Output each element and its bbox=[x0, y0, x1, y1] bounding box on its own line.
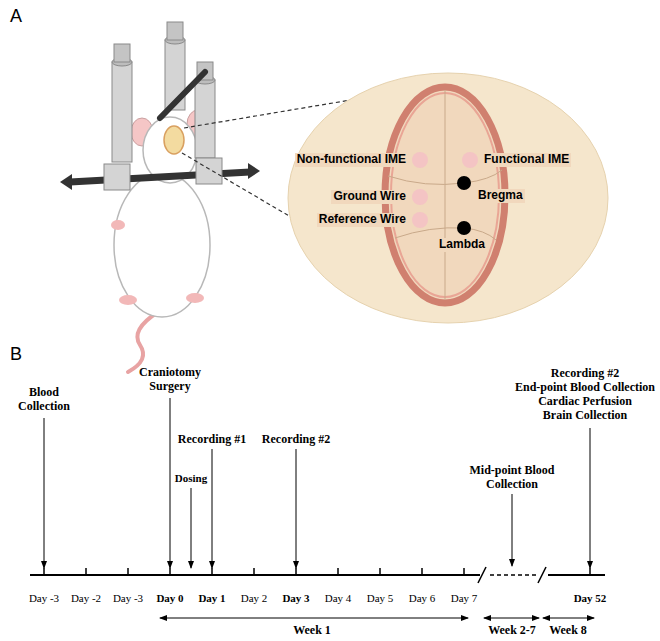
skull-illustration bbox=[288, 73, 608, 323]
tick-mark bbox=[127, 568, 129, 575]
landmark-dot bbox=[457, 176, 471, 190]
mouse-illustration bbox=[60, 22, 260, 372]
event-label: Blood Collection bbox=[9, 386, 79, 414]
tick-mark bbox=[379, 568, 381, 575]
day-label: Day 0 bbox=[156, 592, 183, 605]
event-label: Mid-point Blood Collection bbox=[462, 464, 562, 492]
tick-mark bbox=[85, 568, 87, 575]
event-label: Craniotomy Surgery bbox=[128, 366, 212, 394]
landmark-label: Bregma bbox=[476, 189, 525, 203]
landmark-dot bbox=[457, 221, 471, 235]
event-label: Dosing bbox=[175, 472, 207, 485]
day-label: Day 2 bbox=[241, 592, 268, 605]
day-label: Day 52 bbox=[574, 592, 607, 605]
electrode-site bbox=[412, 212, 428, 228]
event-label: Recording #2 bbox=[262, 433, 330, 447]
tick-mark bbox=[421, 568, 423, 575]
tick-mark bbox=[295, 568, 297, 575]
period-label: Week 1 bbox=[293, 624, 331, 638]
day-label: Day 1 bbox=[198, 592, 225, 605]
site-label: Ground Wire bbox=[331, 190, 408, 204]
panel-letter: A bbox=[10, 6, 22, 27]
day-label: Day 4 bbox=[325, 592, 352, 605]
electrode-site bbox=[462, 152, 478, 168]
period-label: Week 8 bbox=[549, 624, 587, 638]
day-label: Day -3 bbox=[113, 592, 143, 605]
day-label: Day -3 bbox=[29, 592, 59, 605]
tick-mark bbox=[253, 568, 255, 575]
site-label: Reference Wire bbox=[317, 213, 408, 227]
day-label: Day 5 bbox=[367, 592, 394, 605]
period-label: Week 2-7 bbox=[488, 624, 536, 638]
site-label: Functional IME bbox=[482, 153, 571, 167]
tick-mark bbox=[337, 568, 339, 575]
electrode-site bbox=[412, 152, 428, 168]
day-label: Day -2 bbox=[71, 592, 101, 605]
tick-mark bbox=[211, 568, 213, 575]
event-label: End-point Blood Collection bbox=[515, 381, 655, 395]
event-label: Brain Collection bbox=[543, 409, 627, 423]
timeline bbox=[30, 398, 605, 618]
day-label: Day 3 bbox=[282, 592, 309, 605]
landmark-label: Lambda bbox=[437, 238, 487, 252]
tick-mark bbox=[169, 568, 171, 575]
tick-mark bbox=[589, 568, 591, 575]
day-label: Day 7 bbox=[451, 592, 478, 605]
event-label: Recording #2 bbox=[551, 367, 619, 381]
tick-mark bbox=[463, 568, 465, 575]
electrode-site bbox=[412, 189, 428, 205]
event-label: Recording #1 bbox=[178, 433, 246, 447]
site-label: Non-functional IME bbox=[295, 153, 408, 167]
event-label: Cardiac Perfusion bbox=[538, 395, 632, 409]
tick-mark bbox=[43, 568, 45, 575]
panel-letter: B bbox=[10, 344, 22, 365]
day-label: Day 6 bbox=[409, 592, 436, 605]
